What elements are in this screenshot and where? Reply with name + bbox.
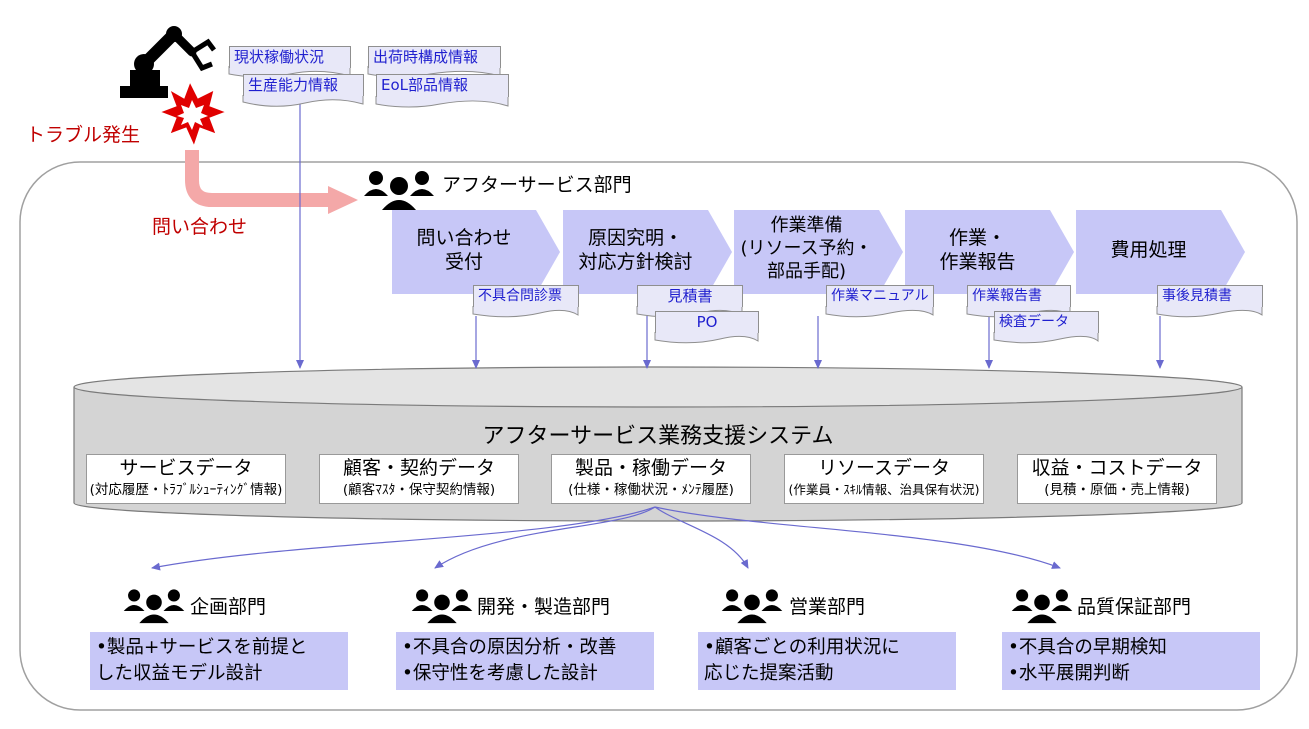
- data-box-customer: 顧客・契約データ(顧客ﾏｽﾀ・保守契約情報): [319, 454, 519, 504]
- dept-planning-title: 企画部門: [190, 596, 267, 618]
- people-group-icon: [364, 171, 434, 210]
- trouble-label: トラブル発生: [26, 124, 141, 146]
- dept-sales-title: 営業部門: [789, 596, 866, 618]
- doc-po: PO: [655, 311, 759, 333]
- data-output-arrows: [151, 506, 1061, 571]
- robot-arm-icon: [120, 26, 216, 98]
- doc-work-report: 作業報告書: [967, 285, 1071, 307]
- process-chevrons: [392, 210, 1245, 294]
- doc-current-operation: 現状稼働状況: [229, 46, 351, 68]
- dept-sales-notes: •顧客ごとの利用状況に応じた提案活動: [698, 632, 956, 690]
- doc-wave-edges: [228, 66, 1263, 344]
- doc-shipping-config: 出荷時構成情報: [368, 46, 501, 68]
- people-group-icon: [721, 589, 783, 624]
- step-cause-analysis: 原因究明・対応方針検討: [578, 227, 693, 273]
- step-inquiry-reception: 問い合わせ受付: [416, 227, 512, 273]
- doc-inspection-data: 検査データ: [994, 311, 1099, 333]
- doc-defect-questionnaire: 不具合問診票: [473, 285, 579, 307]
- after-service-dept-title: アフターサービス部門: [442, 174, 632, 196]
- dept-development-notes: •不具合の原因分析・改善•保守性を考慮した設計: [396, 632, 654, 690]
- after-service-frame: [19, 161, 1298, 711]
- step-work-preparation: 作業準備(リソース予約・部品手配): [740, 215, 873, 282]
- system-title: アフターサービス業務支援システム: [482, 424, 834, 449]
- people-group-icon: [123, 589, 185, 624]
- people-group-icon: [1011, 589, 1073, 624]
- dept-qa-notes: •不具合の早期検知•水平展開判断: [1002, 632, 1260, 690]
- data-box-service: サービスデータ(対応履歴・ﾄﾗﾌﾞﾙｼｭｰﾃｨﾝｸﾞ情報): [86, 454, 286, 504]
- data-box-revenue: 収益・コストデータ(見積・原価・売上情報): [1017, 454, 1217, 504]
- inquiry-arrow: [185, 150, 330, 207]
- doc-work-manual: 作業マニュアル: [826, 285, 934, 307]
- step-cost-processing: 費用処理: [1110, 239, 1187, 261]
- doc-production-capacity: 生産能力情報: [243, 74, 364, 96]
- step-work-report: 作業・作業報告: [939, 227, 1016, 273]
- people-group-icon: [411, 589, 473, 624]
- dept-qa-title: 品質保証部門: [1077, 596, 1192, 618]
- data-box-resource: リソースデータ(作業員・ｽｷﾙ情報、治具保有状況): [784, 454, 984, 504]
- doc-quotation: 見積書: [637, 285, 743, 307]
- dept-development-title: 開発・製造部門: [477, 596, 611, 618]
- doc-eol-parts: EoL部品情報: [376, 74, 509, 97]
- data-input-arrows: [296, 96, 1164, 369]
- dept-planning-notes: •製品+サービスを前提とした収益モデル設計: [90, 632, 348, 690]
- data-box-product: 製品・稼働データ(仕様・稼働状況・ﾒﾝﾃ履歴): [551, 454, 751, 504]
- inquiry-label: 問い合わせ: [152, 216, 248, 238]
- doc-post-quotation: 事後見積書: [1157, 285, 1263, 307]
